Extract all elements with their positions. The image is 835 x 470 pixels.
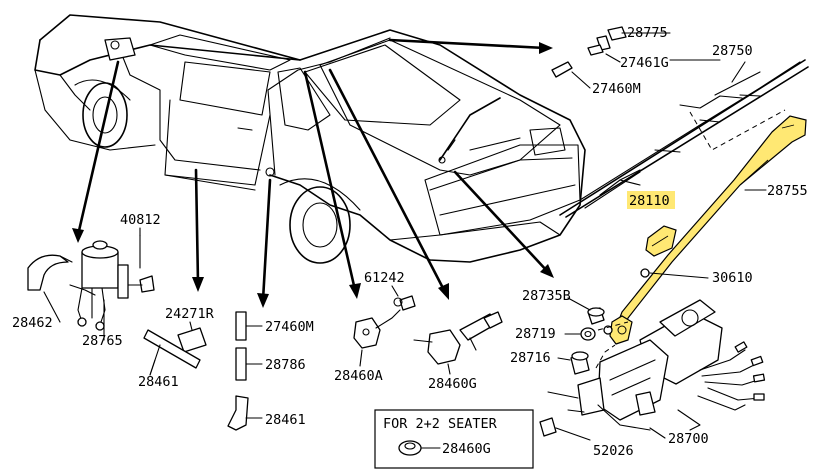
hose-clip-24271R — [143, 327, 207, 376]
label-28700: 28700 — [668, 431, 709, 447]
label-28462: 28462 — [12, 315, 53, 331]
label-leaders — [43, 59, 767, 439]
label-28716: 28716 — [510, 350, 551, 366]
seater-box-title: FOR 2+2 SEATER — [383, 416, 498, 432]
car-body-illustration — [34, 14, 586, 264]
label-27460M: 27460M — [265, 319, 314, 335]
label-28461-left: 28461 — [138, 374, 179, 390]
label-27461G: 27461G — [620, 55, 669, 71]
nozzle-28460G — [413, 311, 503, 365]
wiper-arm-28755 — [609, 115, 807, 345]
seater-box — [374, 409, 534, 469]
arm-cover-28110 — [645, 225, 677, 257]
label-24271R: 24271R — [165, 306, 215, 322]
label-28750: 28750 — [712, 43, 753, 59]
label-28765: 28765 — [82, 333, 123, 349]
label-27460M-top: 27460M — [592, 81, 641, 97]
washer-tank-assembly — [27, 234, 155, 331]
small-parts — [570, 268, 709, 375]
part-number-labels: 28775 27461G 28750 27460M 28755 28110 40… — [12, 25, 808, 459]
label-28755: 28755 — [767, 183, 808, 199]
screw-52026 — [539, 417, 591, 441]
label-28460A: 28460A — [334, 368, 383, 384]
label-28719: 28719 — [515, 326, 556, 342]
label-61242: 61242 — [364, 270, 405, 286]
label-28110: 28110 — [629, 193, 670, 209]
label-28735B: 28735B — [522, 288, 571, 304]
label-30610: 30610 — [712, 270, 753, 286]
label-52026: 52026 — [593, 443, 634, 459]
label-28775: 28775 — [627, 25, 668, 41]
label-28460G: 28460G — [428, 376, 477, 392]
connector-28460A — [353, 295, 416, 349]
tube-parts — [227, 311, 263, 431]
label-28786: 28786 — [265, 357, 306, 373]
wiper-blade-28750 — [559, 59, 809, 218]
nozzle-parts — [551, 26, 671, 89]
label-40812: 40812 — [120, 212, 161, 228]
wiper-motor-28700 — [547, 299, 766, 431]
label-28461-mid: 28461 — [265, 412, 306, 428]
leader-arrows — [72, 38, 554, 308]
seater-box-part: 28460G — [442, 441, 491, 457]
